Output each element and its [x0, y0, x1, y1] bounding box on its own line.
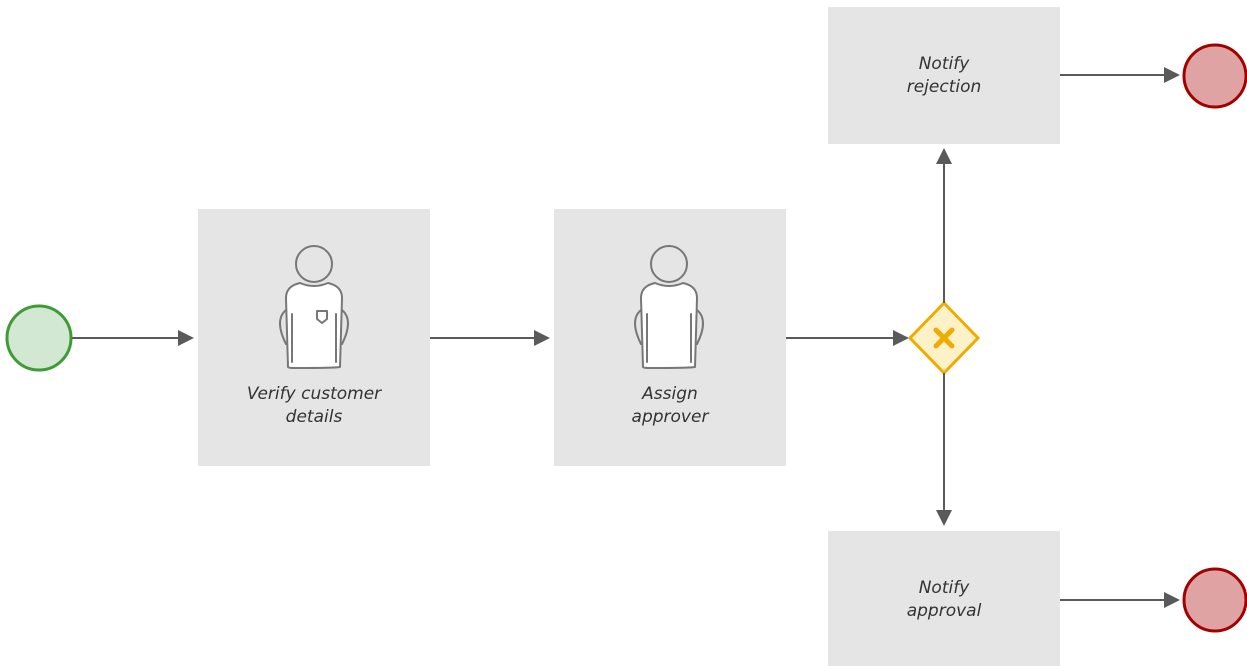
task-verify-label-line1: Verify customer [247, 384, 382, 404]
task-approval-label-line1: Notify [919, 578, 970, 598]
task-verify-label-line2: details [286, 407, 343, 427]
task-rejection-box [828, 7, 1060, 144]
arrow-head-gateway-to-rejection [936, 148, 952, 164]
task-verify-customer-details[interactable]: Verify customer details [198, 209, 430, 466]
x-icon [933, 327, 955, 349]
user-icon [634, 245, 704, 369]
start-event[interactable] [5, 304, 73, 372]
task-assign-label-line1: Assign [641, 384, 698, 404]
task-notify-rejection[interactable]: Notify rejection [828, 7, 1060, 144]
arrow-head-rejection-to-end [1164, 67, 1180, 83]
task-notify-approval[interactable]: Notify approval [828, 531, 1060, 666]
task-assign-label-line2: approver [632, 407, 710, 427]
arrow-head-assign-to-gateway [893, 330, 909, 346]
user-icon [279, 245, 349, 369]
end-event-approval[interactable] [1182, 567, 1247, 633]
end-event-rejection[interactable] [1182, 43, 1247, 109]
task-approval-box [828, 531, 1060, 666]
exclusive-gateway[interactable] [907, 300, 981, 376]
task-rejection-label-line2: rejection [907, 77, 982, 97]
arrow-head-gateway-to-approval [936, 510, 952, 526]
task-approval-label-line2: approval [907, 601, 982, 621]
arrow-head-approval-to-end [1164, 592, 1180, 608]
arrow-head-verify-to-assign [534, 330, 550, 346]
task-assign-approver[interactable]: Assign approver [554, 209, 786, 466]
arrow-head-start-to-verify [178, 330, 194, 346]
task-rejection-label-line1: Notify [919, 54, 970, 74]
